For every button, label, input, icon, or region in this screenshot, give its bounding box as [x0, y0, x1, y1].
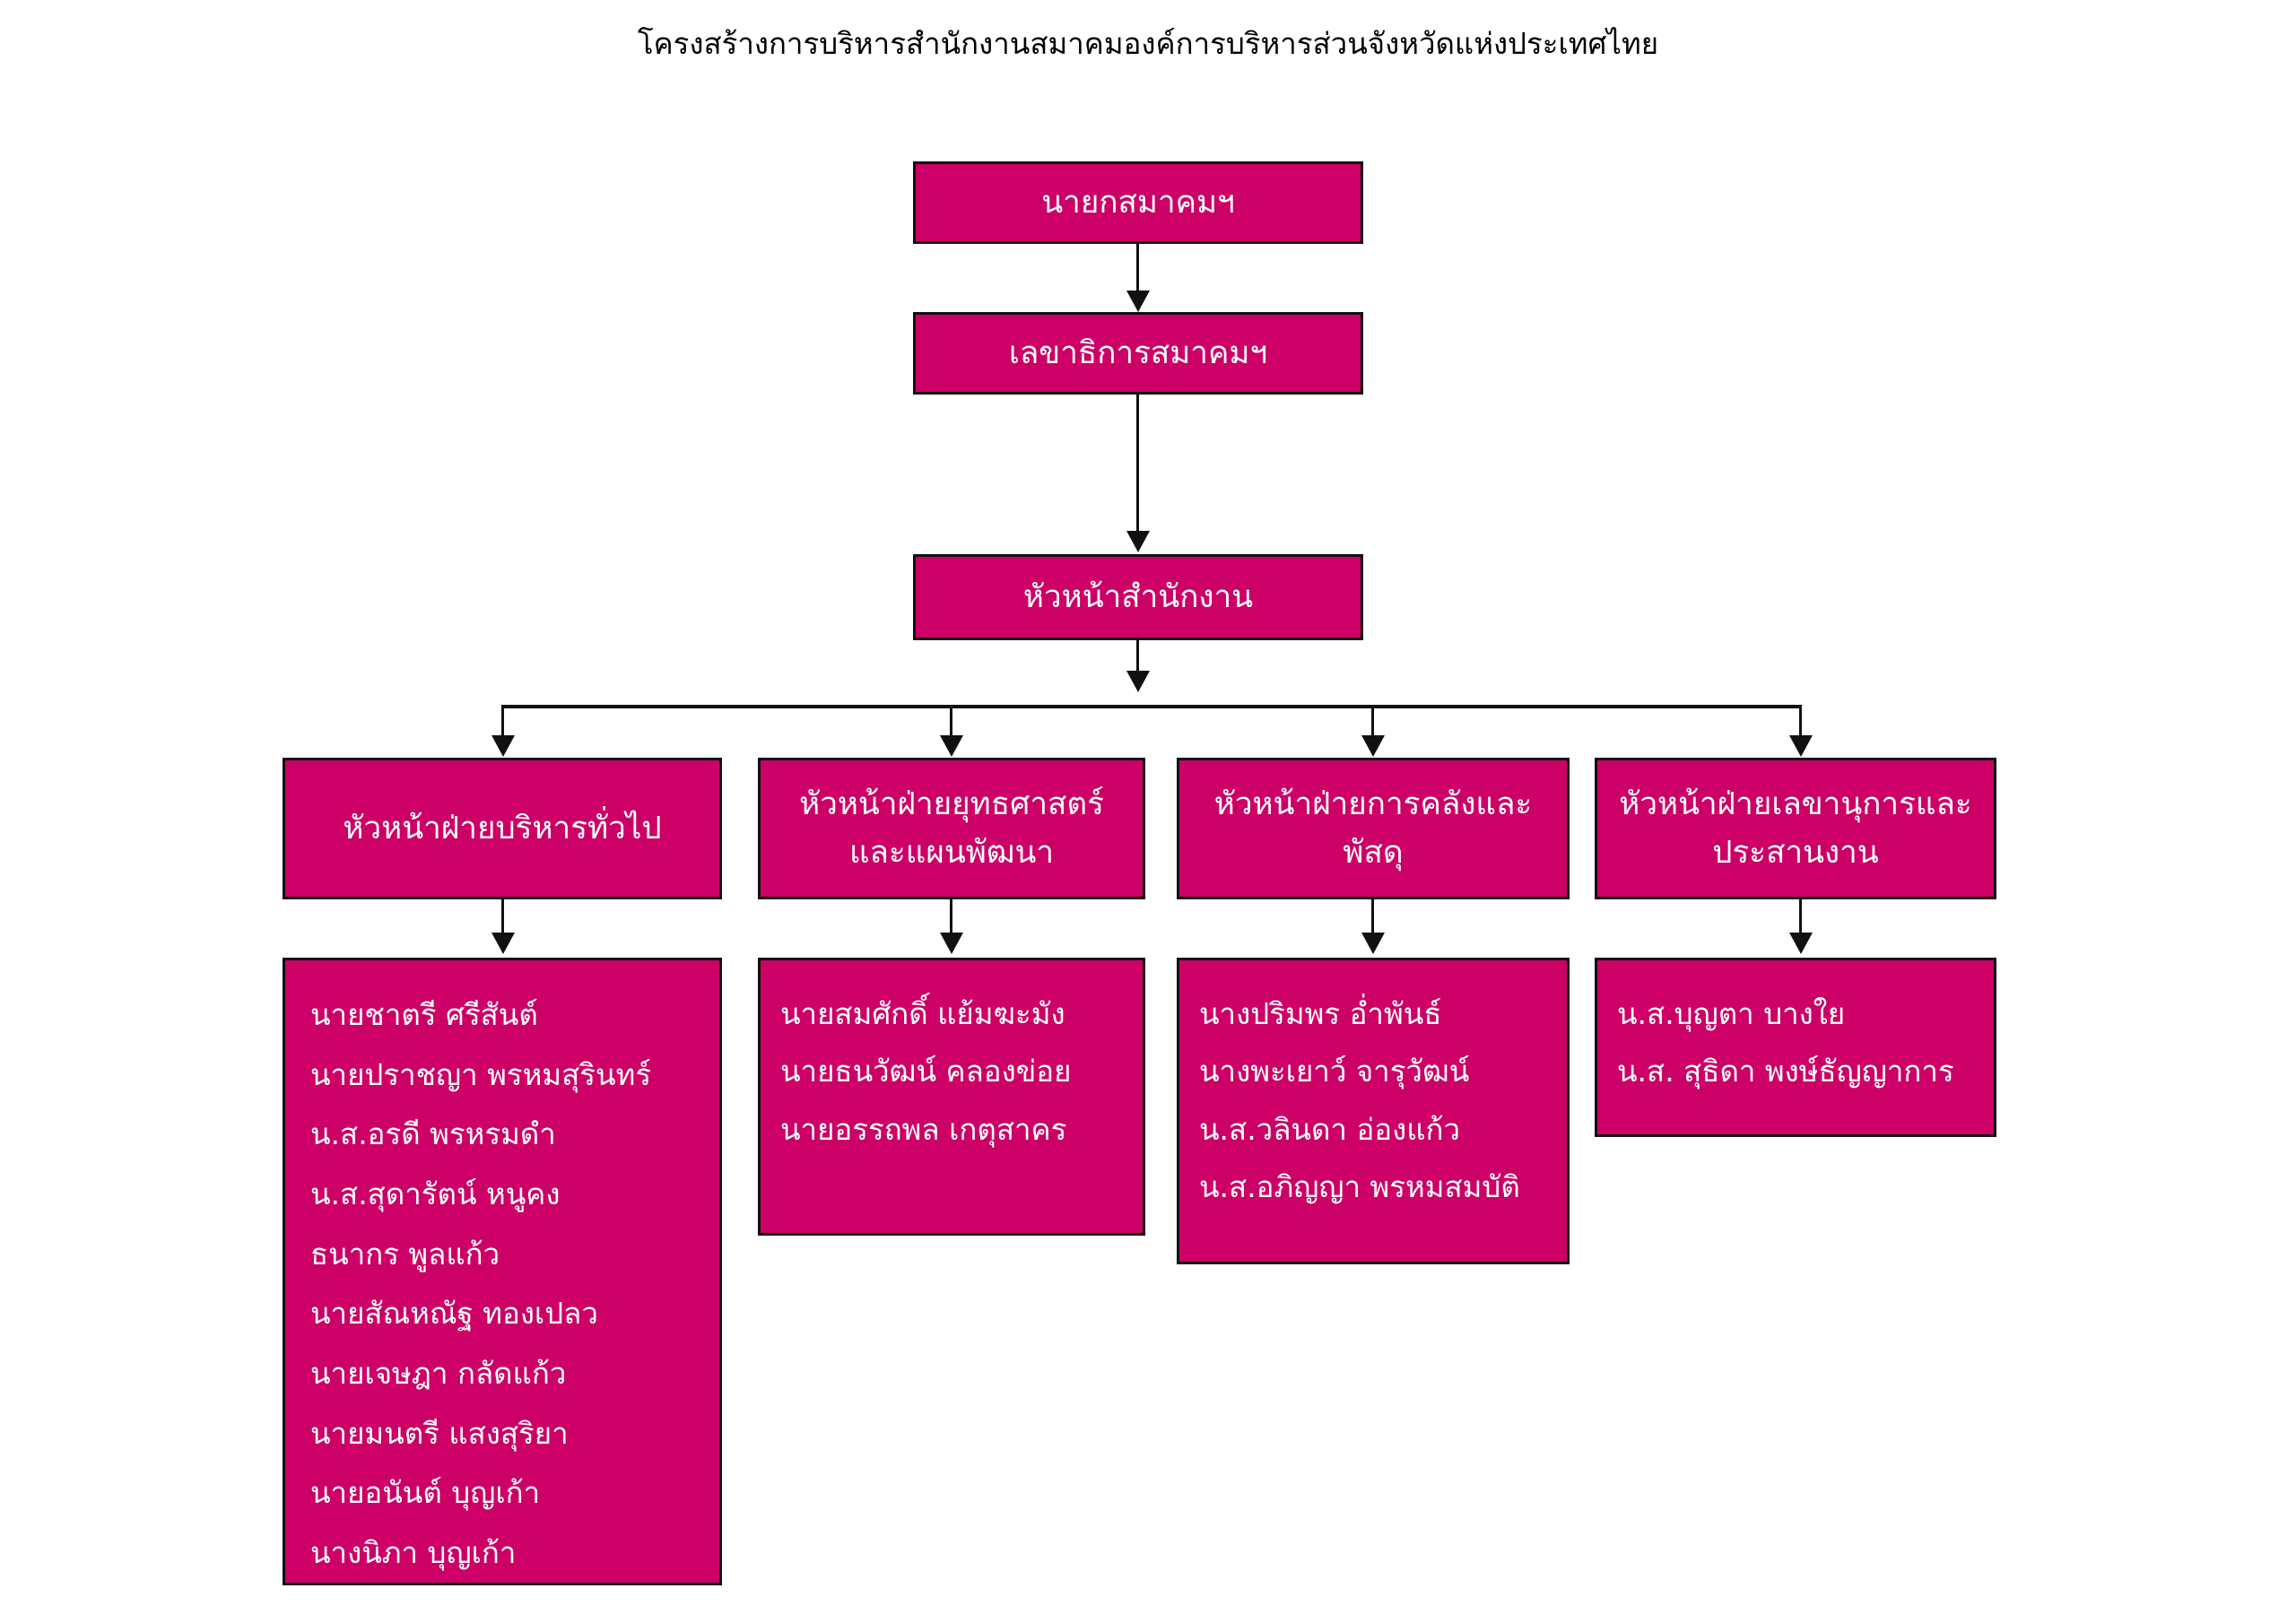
connector-division-2-to-staff	[950, 899, 952, 935]
node-division-head-3-label-line2: พัสดุ	[1343, 835, 1404, 871]
node-office-chief[interactable]: หัวหน้าสำนักงาน	[913, 554, 1363, 640]
arrowhead-president-to-secretary	[1126, 291, 1150, 312]
arrowhead-division-3-to-staff	[1361, 933, 1385, 954]
node-division-head-3[interactable]: หัวหน้าฝ่ายการคลังและ พัสดุ	[1177, 758, 1570, 899]
node-division-head-1[interactable]: หัวหน้าฝ่ายบริหารทั่วไป	[283, 758, 722, 899]
node-division-head-4-label-line2: ประสานงาน	[1712, 835, 1879, 871]
connector-bus-to-division-4	[1799, 705, 1802, 741]
arrowhead-office-chief-to-bus	[1126, 671, 1150, 692]
staff-name: นายอนันต์ บุญเก้า	[310, 1475, 541, 1511]
connector-office-chief-to-bus	[1136, 640, 1139, 674]
staff-name: นางปริมพร อ่ำพันธ์	[1199, 996, 1442, 1031]
staff-name: นายสัณหณัฐ ทองเปลว	[310, 1296, 598, 1332]
connector-division-4-to-staff	[1799, 899, 1802, 935]
connector-division-1-to-staff	[501, 899, 504, 935]
staff-name: น.ส.บุญตา บางใย	[1617, 996, 1846, 1031]
connector-president-to-secretary	[1136, 244, 1139, 296]
division-distribution-bus	[501, 705, 1802, 708]
connector-secretary-to-office-chief	[1136, 395, 1139, 534]
node-president-label: นายกสมาคมฯ	[1041, 184, 1235, 221]
page-title: โครงสร้างการบริหารสำนักงานสมาคมองค์การบร…	[637, 26, 1659, 61]
staff-name: น.ส. สุธิดา พงษ์ธัญญาการ	[1617, 1054, 1954, 1089]
staff-list-division-3[interactable]: นางปริมพร อ่ำพันธ์นางพะเยาว์ จารุวัฒน์น.…	[1177, 958, 1570, 1264]
node-division-head-2[interactable]: หัวหน้าฝ่ายยุทธศาสตร์ และแผนพัฒนา	[758, 758, 1145, 899]
arrowhead-division-2-to-staff	[940, 933, 963, 954]
staff-name: นางนิภา บุญเก้า	[310, 1534, 517, 1570]
connector-bus-to-division-1	[501, 705, 504, 741]
node-office-chief-label: หัวหน้าสำนักงาน	[1022, 578, 1254, 615]
arrowhead-secretary-to-office-chief	[1126, 531, 1150, 552]
node-division-head-2-label-line1: หัวหน้าฝ่ายยุทธศาสตร์	[799, 785, 1104, 822]
staff-name: น.ส.อรดี พรหรมดำ	[310, 1116, 556, 1152]
staff-name: นายชาตรี ศรีสันต์	[310, 997, 538, 1032]
node-secretary-general-label: เลขาธิการสมาคมฯ	[1008, 334, 1268, 371]
arrowhead-bus-to-division-2	[940, 735, 963, 757]
arrowhead-division-4-to-staff	[1789, 933, 1813, 954]
node-division-head-4-label-line1: หัวหน้าฝ่ายเลขานุการและ	[1619, 785, 1972, 822]
staff-name: นางพะเยาว์ จารุวัฒน์	[1199, 1054, 1470, 1089]
connector-division-3-to-staff	[1371, 899, 1374, 935]
staff-name: นายปราชญา พรหมสุรินทร์	[310, 1056, 652, 1092]
staff-name: นายมนตรี แสงสุริยา	[310, 1415, 569, 1451]
arrowhead-bus-to-division-3	[1361, 735, 1385, 757]
staff-name: น.ส.อภิญญา พรหมสมบัติ	[1199, 1169, 1520, 1205]
node-division-head-4[interactable]: หัวหน้าฝ่ายเลขานุการและ ประสานงาน	[1595, 758, 1996, 899]
node-division-head-3-label-line1: หัวหน้าฝ่ายการคลังและ	[1213, 785, 1533, 822]
staff-list-division-1[interactable]: นายชาตรี ศรีสันต์นายปราชญา พรหมสุรินทร์น…	[283, 958, 722, 1585]
arrowhead-bus-to-division-1	[491, 735, 515, 757]
connector-bus-to-division-3	[1371, 705, 1374, 741]
staff-name: นายอรรถพล เกตุสาคร	[780, 1111, 1067, 1147]
staff-list-division-2[interactable]: นายสมศักดิ์ แย้มฆะมังนายธนวัฒน์ คลองข่อย…	[758, 958, 1145, 1236]
connector-bus-to-division-2	[950, 705, 952, 741]
staff-name: น.ส.สุดารัตน์ หนูคง	[310, 1176, 561, 1211]
staff-name: ธนากร พูลแก้ว	[310, 1236, 500, 1271]
arrowhead-division-1-to-staff	[491, 933, 515, 954]
staff-name: นายสมศักดิ์ แย้มฆะมัง	[780, 996, 1065, 1031]
node-division-head-1-label-line1: หัวหน้าฝ่ายบริหารทั่วไป	[343, 810, 662, 846]
staff-list-division-4[interactable]: น.ส.บุญตา บางใยน.ส. สุธิดา พงษ์ธัญญาการ	[1595, 958, 1996, 1137]
node-president[interactable]: นายกสมาคมฯ	[913, 161, 1363, 244]
staff-name: น.ส.วลินดา อ่องแก้ว	[1199, 1111, 1460, 1147]
staff-name: นายเจษฎา กลัดแก้ว	[310, 1355, 567, 1391]
arrowhead-bus-to-division-4	[1789, 735, 1813, 757]
staff-name: นายธนวัฒน์ คลองข่อย	[780, 1054, 1072, 1089]
node-secretary-general[interactable]: เลขาธิการสมาคมฯ	[913, 312, 1363, 395]
node-division-head-2-label-line2: และแผนพัฒนา	[848, 835, 1055, 871]
